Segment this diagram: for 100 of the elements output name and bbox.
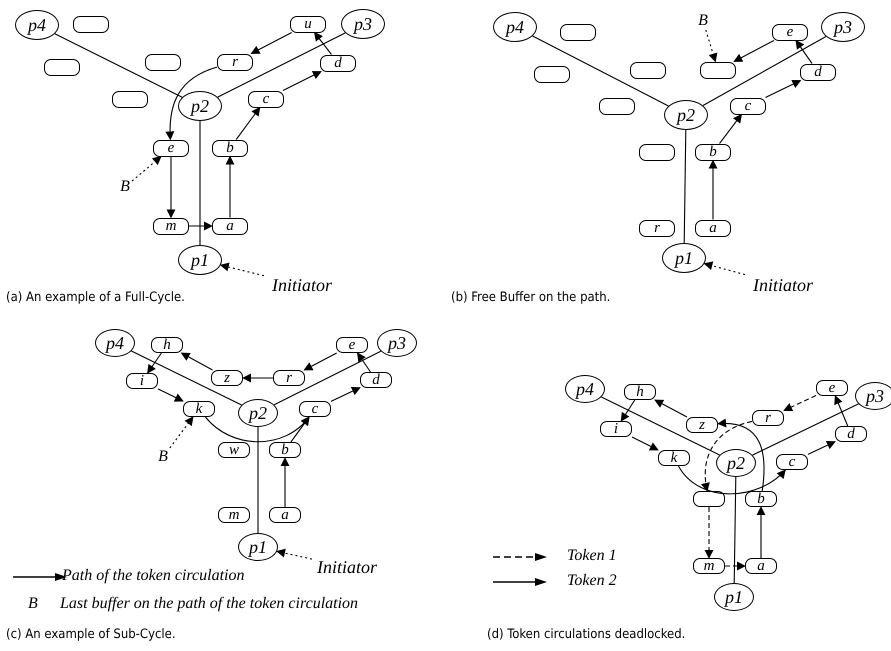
- process-circle: p4: [493, 12, 537, 42]
- legend-symbol: B: [28, 595, 38, 613]
- process-circle: p3: [855, 382, 891, 410]
- buffer-box: b: [212, 140, 248, 156]
- buffer-box: d: [835, 426, 867, 442]
- buffer-box: i: [126, 373, 158, 389]
- leader-line: [276, 548, 312, 560]
- arrow: [250, 32, 292, 54]
- process-circle: p2: [664, 100, 708, 130]
- buffer-box: r: [639, 220, 675, 236]
- legend-text: Token 1: [567, 547, 617, 565]
- link-line: [532, 36, 669, 106]
- arrow: [756, 506, 766, 558]
- link-line: [54, 33, 182, 98]
- link-line: [684, 130, 686, 243]
- buffer-box: b: [745, 491, 777, 507]
- initiator-label: Initiator: [264, 274, 340, 296]
- arrow: [180, 352, 213, 370]
- link-line: [217, 32, 346, 98]
- buffer-box: a: [695, 220, 731, 236]
- arrow: [834, 395, 848, 426]
- arrow: [808, 441, 836, 455]
- process-circle: p3: [821, 12, 865, 42]
- process-circle: p3: [377, 329, 417, 357]
- empty-buffer-box: [534, 66, 570, 82]
- buffer-box: d: [320, 54, 356, 72]
- arrow: [733, 40, 774, 62]
- arrow: [280, 457, 290, 507]
- arrow: [632, 436, 659, 450]
- arrow: [783, 395, 816, 412]
- buffer-box: k: [658, 450, 690, 466]
- process-circle: p1: [178, 245, 222, 275]
- buffer-box: m: [218, 507, 250, 523]
- buffer-box: h: [151, 337, 183, 353]
- buffer-box: a: [212, 218, 248, 234]
- link-line: [601, 396, 720, 456]
- buffer-box: z: [686, 417, 718, 433]
- process-circle: p1: [238, 533, 278, 561]
- empty-buffer-box: [44, 58, 80, 76]
- process-circle: p2: [716, 449, 756, 477]
- empty-buffer-box: [112, 90, 148, 108]
- arrow: [678, 466, 786, 494]
- empty-buffer-box: [560, 24, 596, 40]
- arrow: [795, 40, 812, 64]
- buffer-box: i: [600, 421, 632, 437]
- buffer-box: d: [360, 372, 392, 388]
- arrow: [717, 419, 765, 492]
- legend-text: Path of the token circulation: [62, 567, 244, 585]
- arrow: [314, 32, 332, 55]
- arrow: [765, 80, 802, 98]
- arrow: [719, 114, 742, 144]
- arrow: [166, 156, 176, 218]
- process-circle: p2: [238, 399, 278, 427]
- buffer-marker-label: B: [696, 12, 710, 30]
- arrow: [205, 416, 310, 442]
- empty-buffer-box: [693, 491, 725, 507]
- arrow: [158, 388, 184, 402]
- process-circle: p4: [565, 375, 605, 403]
- buffer-box: m: [693, 558, 725, 574]
- arrow: [357, 352, 371, 372]
- buffer-box: w: [218, 442, 250, 458]
- buffer-box: e: [336, 337, 368, 353]
- arrow: [704, 507, 714, 559]
- buffer-box: h: [624, 384, 656, 400]
- arrow: [701, 420, 752, 492]
- arrow: [725, 562, 746, 570]
- empty-buffer-box: [73, 16, 109, 32]
- arrow: [708, 160, 718, 220]
- buffer-box: d: [800, 64, 836, 80]
- buffer-box: e: [772, 24, 808, 40]
- link-line: [274, 350, 382, 406]
- buffer-box: c: [776, 454, 808, 470]
- arrow: [654, 400, 688, 418]
- empty-buffer-box: [630, 62, 666, 78]
- buffer-box: r: [217, 54, 253, 70]
- arrow: [147, 352, 162, 374]
- link-line: [257, 427, 259, 533]
- legend-text: Token 2: [567, 572, 617, 590]
- arrow: [189, 222, 213, 230]
- buffer-box: a: [745, 558, 777, 574]
- buffer-box: r: [752, 410, 784, 426]
- buffer-box: k: [183, 401, 215, 417]
- arrow: [304, 352, 337, 370]
- buffer-box: r: [273, 370, 305, 386]
- buffer-box: e: [153, 140, 189, 156]
- process-circle: p4: [15, 10, 59, 40]
- buffer-box: b: [695, 144, 731, 160]
- process-circle: p4: [95, 329, 135, 357]
- arrow: [620, 400, 636, 422]
- buffer-marker-label: B: [118, 178, 132, 196]
- buffer-box: c: [248, 90, 284, 108]
- leader-line: [132, 156, 162, 182]
- link-line: [752, 403, 859, 456]
- buffer-box: b: [269, 442, 301, 458]
- buffer-box: e: [816, 380, 848, 396]
- buffer-box: a: [269, 507, 301, 523]
- buffer-box: c: [730, 98, 766, 114]
- figure-caption: (d) Token circulations deadlocked.: [487, 627, 686, 642]
- arrow: [236, 106, 260, 140]
- link-line: [734, 477, 736, 583]
